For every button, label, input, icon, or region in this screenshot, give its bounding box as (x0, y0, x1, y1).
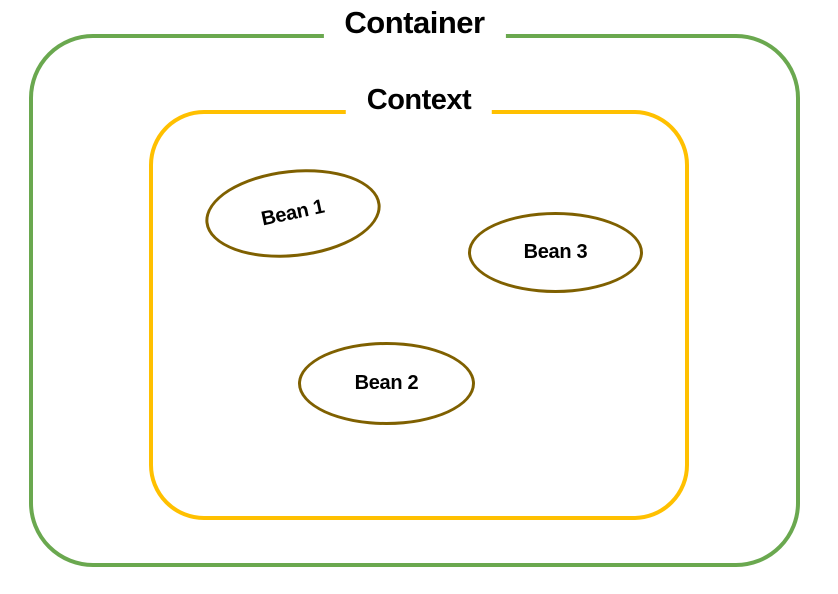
context-label: Context (345, 82, 493, 118)
container-boundary: Container Context (29, 4, 800, 567)
context-boundary: Context (149, 82, 689, 520)
container-label: Container (323, 4, 506, 42)
bean-3-ellipse: Bean 3 (468, 212, 643, 293)
bean-2-ellipse: Bean 2 (298, 342, 475, 425)
bean-1-label: Bean 1 (259, 195, 327, 231)
bean-3-label: Bean 3 (523, 241, 588, 263)
bean-2-label: Bean 2 (354, 372, 419, 394)
